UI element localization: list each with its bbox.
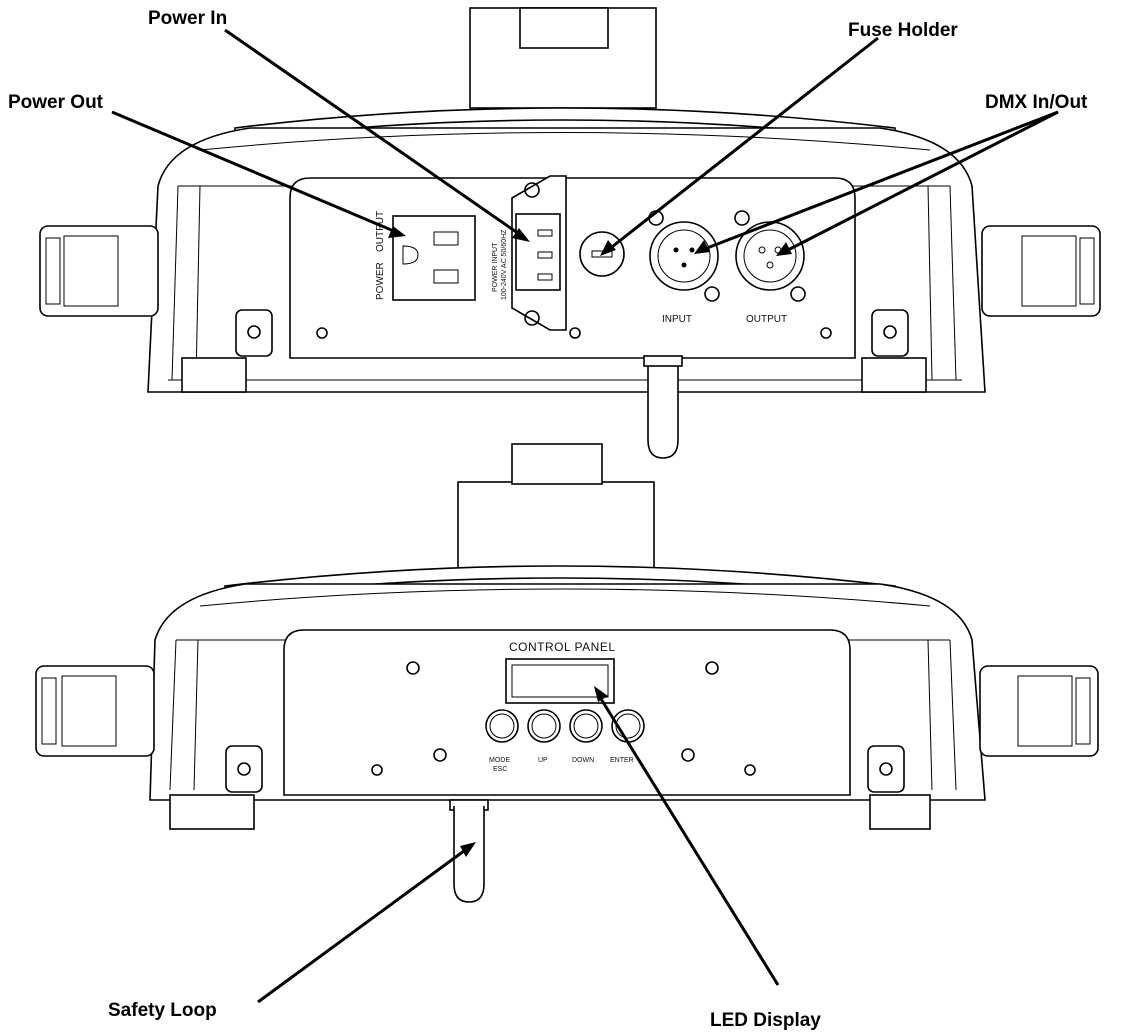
mount-tab-right: [871, 309, 909, 357]
callout-power-out: Power Out: [8, 92, 104, 113]
top-cap-knob: [519, 7, 609, 49]
power-outlet: [392, 215, 476, 301]
foot-right: [861, 357, 927, 393]
callout-dmx-in-out: DMX In/Out: [985, 92, 1088, 113]
inlet-label-1: POWER INPUT: [492, 242, 499, 292]
button-down[interactable]: [569, 709, 603, 743]
top-cap-knob-2: [511, 443, 603, 485]
button-label-mode: MODE: [489, 757, 510, 764]
button-label-esc: ESC: [493, 766, 507, 773]
button-label-enter: ENTER: [610, 757, 634, 764]
outlet-label-power: POWER: [375, 262, 386, 300]
handle-left: [39, 225, 159, 317]
callout-safety-loop: Safety Loop: [108, 1000, 217, 1021]
led-display-screen: [505, 658, 615, 704]
button-label-down: DOWN: [572, 757, 594, 764]
top-cap-2: [457, 481, 655, 575]
button-up[interactable]: [527, 709, 561, 743]
outlet-label-output: OUTPUT: [375, 211, 386, 252]
dmx-output-label: OUTPUT: [746, 314, 787, 325]
callout-power-in: Power In: [148, 8, 227, 29]
callout-fuse-holder: Fuse Holder: [848, 20, 958, 41]
safety-loop-front: [453, 806, 485, 903]
safety-loop-rear: [647, 362, 679, 459]
control-panel-title: CONTROL PANEL: [509, 640, 616, 654]
dmx-input-connector: [648, 210, 720, 302]
button-label-up: UP: [538, 757, 548, 764]
handle-right: [981, 225, 1101, 317]
callout-led-display: LED Display: [710, 1010, 821, 1031]
front-view: CONTROL PANEL MODE ESC UP DOWN ENTER: [35, 443, 1099, 903]
rear-view: POWER OUTPUT POWER INPUT 100-240V AC 50/…: [39, 7, 1101, 459]
power-inlet: [511, 175, 567, 331]
dmx-input-label: INPUT: [662, 314, 692, 325]
leader-lines: [111, 28, 1059, 1004]
front-panel-plate: [283, 629, 851, 796]
mount-tab-left: [235, 309, 273, 357]
handle-right-2: [979, 665, 1099, 757]
foot-left: [181, 357, 247, 393]
inlet-label-2: 100-240V AC 50/60HZ: [501, 229, 508, 300]
dmx-output-connector: [734, 210, 806, 302]
handle-left-2: [35, 665, 155, 757]
button-mode-esc[interactable]: [485, 709, 519, 743]
